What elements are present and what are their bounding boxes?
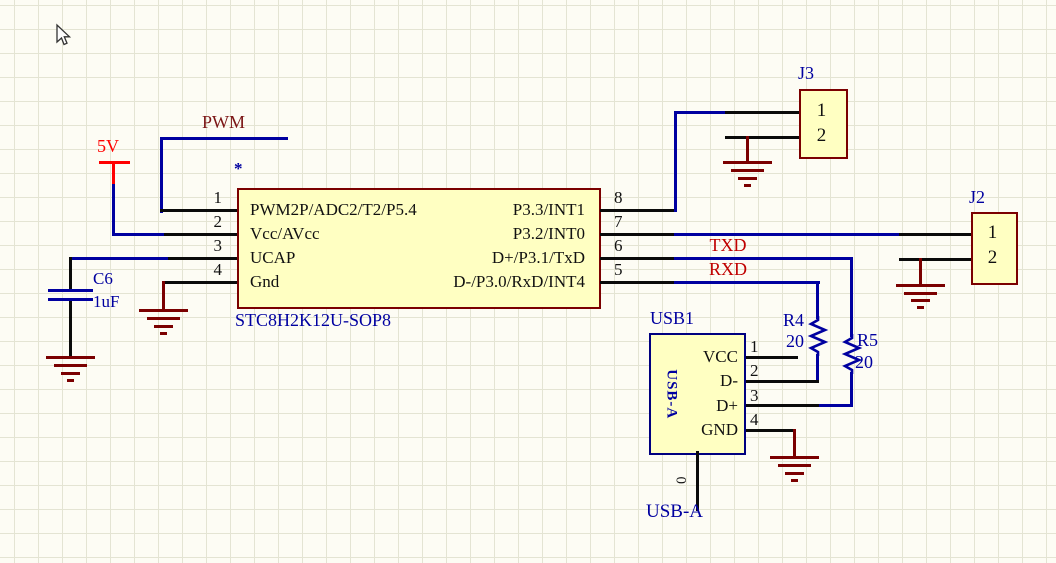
ic-pin-name: UCAP xyxy=(250,248,296,267)
usb1-pin-number: 2 xyxy=(750,361,759,380)
c6-plate-top[interactable] xyxy=(48,289,93,292)
j3-pin-number: 2 xyxy=(816,125,827,146)
ic-pin2-stub[interactable] xyxy=(164,233,238,236)
usb1-pin-number: 1 xyxy=(750,337,759,356)
ic-pin-number: 6 xyxy=(614,236,623,255)
wire-r4-top[interactable] xyxy=(816,281,819,319)
connector-j2-body[interactable] xyxy=(971,212,1018,285)
j3-pin1-stub[interactable] xyxy=(725,111,801,114)
ic-pin6-stub[interactable] xyxy=(600,257,677,260)
wire-pwm-horizontal[interactable] xyxy=(160,137,288,140)
usb1-pin-number: 3 xyxy=(750,386,759,405)
c6-lead-top[interactable] xyxy=(69,257,72,291)
ic-pin1-stub[interactable] xyxy=(160,209,238,212)
ic-pin-number: 1 xyxy=(213,188,223,207)
ic-designator-marker[interactable]: * xyxy=(234,159,243,178)
usb1-shield-pin-stub[interactable] xyxy=(696,451,699,511)
r4-value[interactable]: 20 xyxy=(786,331,804,351)
wire-r5-top[interactable] xyxy=(850,257,853,337)
ic-pin-number: 5 xyxy=(614,260,623,279)
usb1-pin4-stub[interactable] xyxy=(746,429,796,432)
ic-pin-name: D+/P3.1/TxD xyxy=(491,248,585,267)
ic-pin-name: Vcc/AVcc xyxy=(250,224,320,243)
r4-designator[interactable]: R4 xyxy=(782,310,804,330)
ic-pin7-stub[interactable] xyxy=(600,233,677,236)
net-label-pwm[interactable]: PWM xyxy=(202,112,246,132)
c6-lead-bottom[interactable] xyxy=(69,301,72,358)
ground-stem-ic[interactable] xyxy=(162,281,165,311)
j2-pin1-stub[interactable] xyxy=(899,233,973,236)
ic-pin-number: 4 xyxy=(213,260,223,279)
ic-pin-number: 7 xyxy=(614,212,623,231)
ic-pin4-stub[interactable] xyxy=(164,281,238,284)
ground-stem-j3[interactable] xyxy=(746,136,749,163)
ic-body[interactable] xyxy=(237,188,601,309)
j3-pin2-stub[interactable] xyxy=(725,136,801,139)
c6-value[interactable]: 1uF xyxy=(93,292,120,311)
ic-pin5-stub[interactable] xyxy=(600,281,677,284)
j3-designator[interactable]: J3 xyxy=(798,63,815,83)
usb1-pin-number: 4 xyxy=(750,410,759,429)
j2-pin2-stub[interactable] xyxy=(899,258,973,261)
usb1-designator[interactable]: USB1 xyxy=(650,308,695,328)
ic-pin-name: D-/P3.0/RxD/INT4 xyxy=(453,272,585,291)
connector-j3-body[interactable] xyxy=(799,89,848,159)
resistor-r5-zigzag[interactable] xyxy=(841,334,863,374)
ic-pin-number: 2 xyxy=(213,212,223,231)
ic-pin-name: PWM2P/ADC2/T2/P5.4 xyxy=(250,200,417,219)
wire-r5-bottom[interactable] xyxy=(850,372,853,406)
wire-ucap[interactable] xyxy=(69,257,168,260)
wire-pin7[interactable] xyxy=(674,233,901,236)
usb1-pin-name: D- xyxy=(720,371,738,390)
ic-pin-number: 8 xyxy=(614,188,623,207)
resistor-r4-zigzag[interactable] xyxy=(807,316,829,356)
ic-pin-name: P3.2/INT0 xyxy=(512,224,585,243)
ground-stem-j2[interactable] xyxy=(919,258,922,285)
ic-pin-name: Gnd xyxy=(250,272,280,291)
wire-5v-horizontal[interactable] xyxy=(112,233,166,236)
power-label-5v[interactable]: 5V xyxy=(97,136,119,156)
j2-pin-number: 1 xyxy=(987,222,998,243)
ic-pin8-stub[interactable] xyxy=(600,209,677,212)
j3-pin-number: 1 xyxy=(816,100,827,121)
wire-txd[interactable] xyxy=(674,257,853,260)
ic-pin-name: P3.3/INT1 xyxy=(512,200,585,219)
c6-designator[interactable]: C6 xyxy=(93,269,113,288)
usb1-pin1-stub[interactable] xyxy=(746,356,798,359)
ic-part-label[interactable]: STC8H2K12U-SOP8 xyxy=(235,310,392,330)
usb1-pin-name: GND xyxy=(701,420,738,439)
ic-pin3-stub[interactable] xyxy=(164,257,238,260)
wire-rxd[interactable] xyxy=(674,281,820,284)
wire-5v-vertical[interactable] xyxy=(112,184,115,236)
c6-plate-bottom[interactable] xyxy=(48,298,93,301)
ic-pin-number: 3 xyxy=(213,236,223,255)
usb1-net-label[interactable]: USB-A xyxy=(646,501,704,522)
j2-designator[interactable]: J2 xyxy=(969,187,986,207)
ground-stem-usb[interactable] xyxy=(793,429,796,458)
usb1-pin3-stub[interactable] xyxy=(746,404,819,407)
power-stem-5v[interactable] xyxy=(112,163,115,186)
r5-value[interactable]: 20 xyxy=(855,352,873,372)
wire-pwm-vertical[interactable] xyxy=(160,137,163,213)
usb1-pin-name: VCC xyxy=(703,347,738,366)
wire-pin8-vertical[interactable] xyxy=(674,111,677,212)
r5-designator[interactable]: R5 xyxy=(857,330,879,350)
usb1-pin2-stub[interactable] xyxy=(746,380,819,383)
wire-r4-bottom[interactable] xyxy=(816,354,819,383)
wire-j3-pin1[interactable] xyxy=(674,111,727,114)
power-bar-5v[interactable] xyxy=(99,161,130,164)
j2-pin-number: 2 xyxy=(987,247,998,268)
mouse-cursor-icon xyxy=(56,23,72,46)
net-label-txd[interactable]: TXD xyxy=(709,235,747,255)
usb1-shield-pin-number: 0 xyxy=(672,476,689,485)
usb1-pin-name: D+ xyxy=(716,396,738,415)
net-label-rxd[interactable]: RXD xyxy=(708,259,747,279)
wire-dplus[interactable] xyxy=(817,404,853,407)
